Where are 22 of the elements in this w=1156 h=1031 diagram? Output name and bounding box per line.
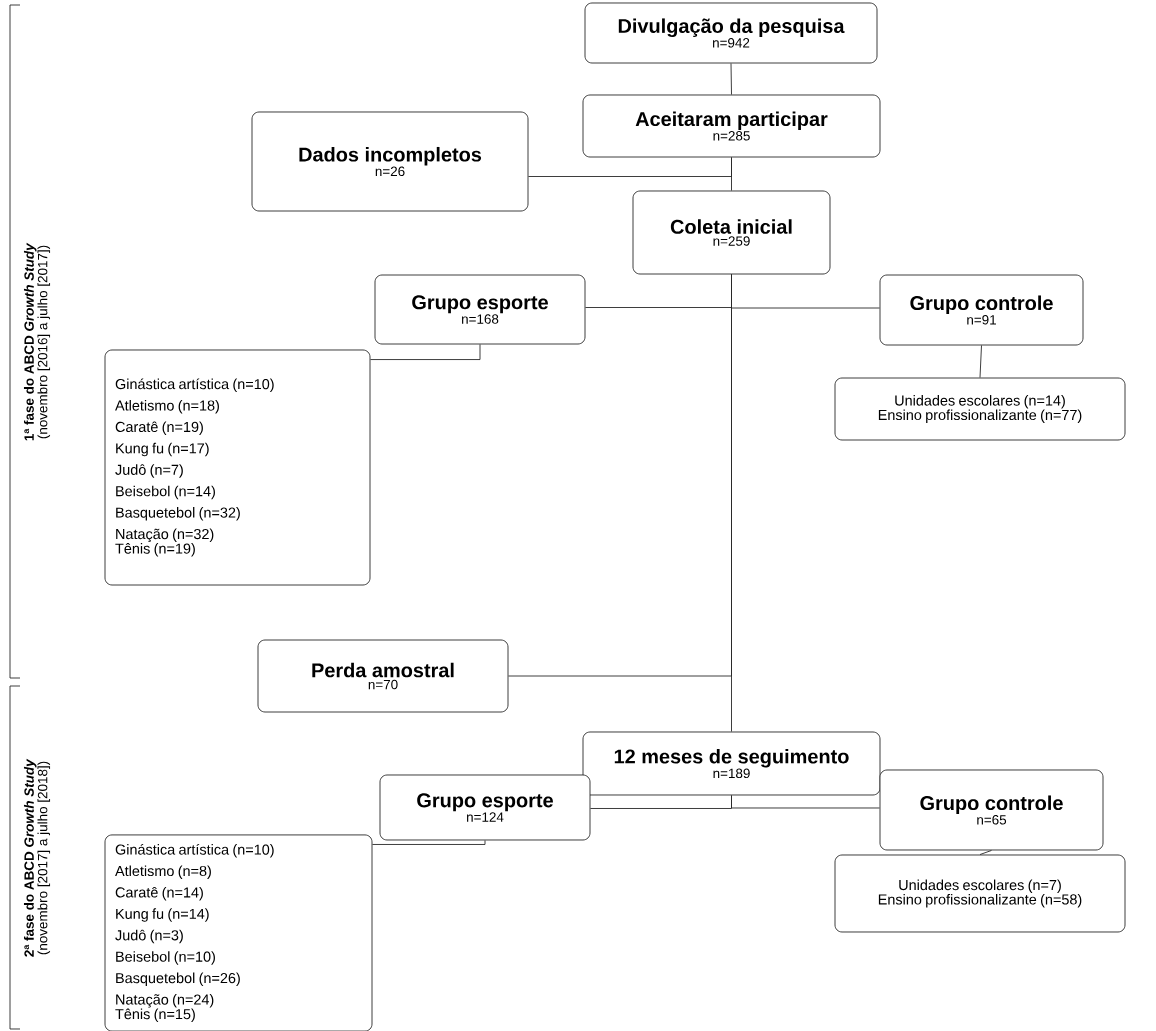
list-box: Unidades escolares (n=14) Ensino profissionalizante (n=77) [834, 377, 1126, 441]
process-box: Dados incompletos n=26 [251, 111, 529, 212]
process-box: Coleta inicial n=259 [632, 190, 831, 275]
process-box: Grupo controle n=91 [879, 274, 1084, 346]
process-box: Aceitaram participar n=285 [582, 94, 881, 158]
connector-line [731, 795, 880, 809]
connector-line [979, 850, 992, 855]
list-box: Unidades escolares (n=7) Ensino profissionalizante (n=58) [834, 854, 1126, 933]
process-box: Grupo controle n=65 [879, 769, 1104, 851]
connector-line [731, 274, 732, 732]
process-box: Grupo esporte n=168 [374, 274, 586, 345]
list-box: Ginástica artística (n=10) Atletismo (n=8) Caratê (n=14) Kung fu (n=14) Judô (n=3) Beisebol (n=10) Basquetebol (n=26) Natação (n=24) Tênis (n=15) [104, 834, 373, 1031]
process-box: 12 meses de seguimento n=189 [582, 731, 881, 796]
list-box: Ginástica artística (n=10) Atletismo (n=18) Caratê (n=19) Kung fu (n=17) Judô (n=7) Beisebol (n=14) Basquetebol (n=32) Natação (n=32) Tênis (n=19) [104, 349, 371, 586]
process-box: Grupo esporte n=124 [379, 774, 591, 841]
connector-line [372, 840, 486, 845]
process-box: Perda amostral n=70 [257, 639, 509, 713]
process-box: Divulgação da pesquisa n=942 [584, 2, 878, 64]
connector-line [979, 345, 982, 378]
connector-line [528, 157, 732, 177]
connector-line [370, 344, 481, 360]
connector-line [730, 63, 732, 95]
